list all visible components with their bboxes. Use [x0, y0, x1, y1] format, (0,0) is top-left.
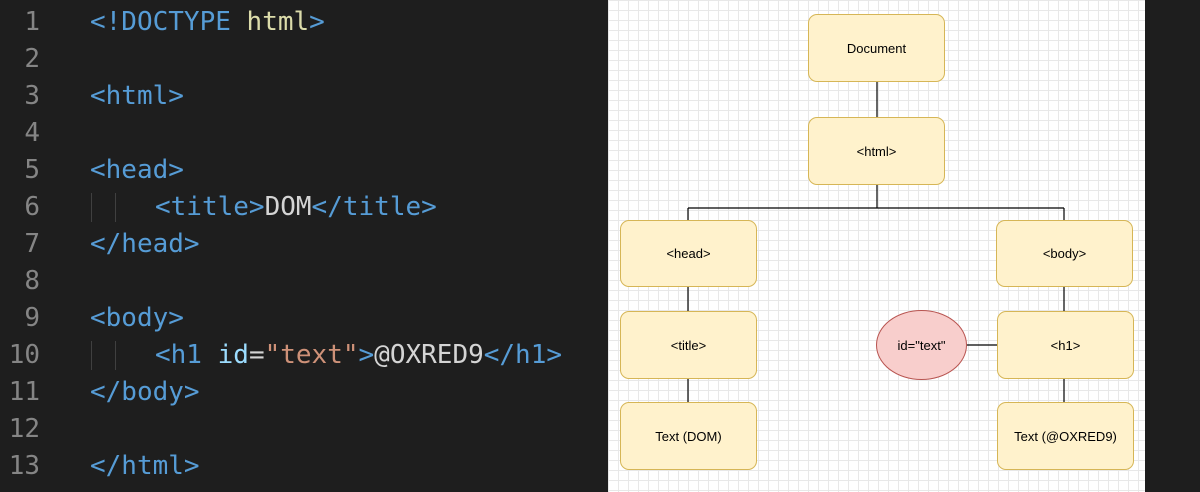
line-number: 3	[24, 81, 40, 111]
code-line[interactable]: 6 <title>DOM</title>	[0, 189, 608, 226]
node-text-dom: Text (DOM)	[620, 402, 757, 470]
code-token: <title>	[155, 192, 265, 222]
indent-guide	[115, 193, 116, 222]
node-html: <html>	[808, 117, 945, 185]
code-text: <body>	[90, 300, 184, 337]
code-token: </title>	[311, 192, 437, 222]
code-token: <h1	[155, 340, 218, 370]
line-number: 2	[24, 44, 40, 74]
code-line[interactable]: 2	[0, 41, 608, 78]
code-token: >	[309, 7, 325, 37]
code-text: <head>	[90, 152, 184, 189]
code-token: </html>	[90, 451, 200, 481]
line-number: 1	[24, 7, 40, 37]
code-text: </body>	[90, 374, 200, 411]
code-token: html	[246, 7, 310, 37]
line-number: 10	[8, 340, 40, 370]
right-margin	[1145, 0, 1200, 492]
code-line[interactable]: 5 <head>	[0, 152, 608, 189]
code-token: </head>	[90, 229, 200, 259]
node-id-attribute: id="text"	[876, 310, 967, 380]
code-line[interactable]: 13 </html>	[0, 448, 608, 485]
node-head: <head>	[620, 220, 757, 287]
code-token: @OXRED9	[374, 340, 484, 370]
code-line[interactable]: 3 <html>	[0, 78, 608, 115]
code-text: </html>	[90, 448, 200, 485]
code-text: <h1 id="text">@OXRED9</h1>	[155, 337, 562, 374]
line-number: 8	[24, 266, 40, 296]
code-token: </body>	[90, 377, 200, 407]
code-token: DOM	[264, 192, 312, 222]
code-token: <head>	[90, 155, 184, 185]
code-line[interactable]: 9 <body>	[0, 300, 608, 337]
node-body: <body>	[996, 220, 1133, 287]
line-number: 12	[8, 414, 40, 444]
code-line[interactable]: 7 </head>	[0, 226, 608, 263]
line-number: 4	[24, 118, 40, 148]
node-title: <title>	[620, 311, 757, 379]
code-line[interactable]: 4	[0, 115, 608, 152]
code-token: id	[217, 340, 249, 370]
code-text: <html>	[90, 78, 184, 115]
code-line[interactable]: 10 <h1 id="text">@OXRED9</h1>	[0, 337, 608, 374]
code-token: </h1>	[483, 340, 563, 370]
indent-guide	[115, 341, 116, 370]
diagram-connectors	[687, 82, 1065, 402]
line-number: 9	[24, 303, 40, 333]
dom-tree-diagram: Document <html> <head> <body> <title> <h…	[608, 0, 1145, 492]
code-line[interactable]: 8	[0, 263, 608, 300]
indent-guide	[91, 341, 92, 370]
line-number: 7	[24, 229, 40, 259]
code-token: >	[358, 340, 375, 370]
node-h1: <h1>	[997, 311, 1134, 379]
code-line[interactable]: 1 <!DOCTYPE html>	[0, 4, 608, 41]
code-text: <!DOCTYPE html>	[90, 4, 325, 41]
line-number: 5	[24, 155, 40, 185]
code-token: <!DOCTYPE	[90, 7, 247, 37]
line-number: 11	[8, 377, 40, 407]
code-text: <title>DOM</title>	[155, 189, 437, 226]
line-number: 6	[24, 192, 40, 222]
code-token: <body>	[90, 303, 184, 333]
code-token: "text"	[264, 340, 359, 370]
code-line[interactable]: 11 </body>	[0, 374, 608, 411]
indent-guide	[91, 193, 92, 222]
code-token: =	[248, 340, 265, 370]
node-text-oxred9: Text (@OXRED9)	[997, 402, 1134, 470]
code-text: </head>	[90, 226, 200, 263]
node-document: Document	[808, 14, 945, 82]
line-number: 13	[8, 451, 40, 481]
code-line[interactable]: 12	[0, 411, 608, 448]
code-token: <html>	[90, 81, 184, 111]
